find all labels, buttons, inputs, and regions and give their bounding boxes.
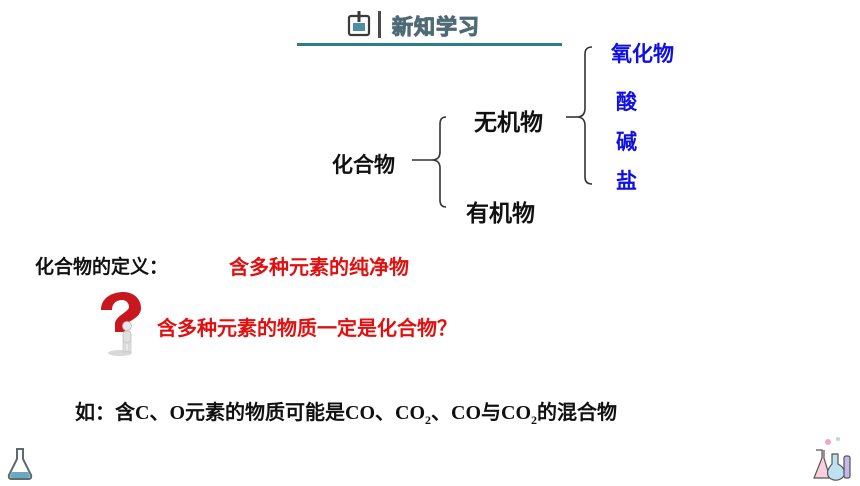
example-sep: 、 (375, 400, 396, 424)
example-prefix: 如：含 (75, 400, 135, 424)
lab-glassware-icon (808, 434, 856, 482)
example-oxygen: O (169, 402, 186, 424)
inorganic-brace (576, 46, 593, 185)
flask-icon (6, 447, 34, 481)
question-text: 含多种元素的物质一定是化合物？ (157, 316, 457, 340)
root-brace (431, 116, 447, 208)
example-sep: 、 (431, 400, 452, 424)
root-label: 化合物 (332, 153, 395, 177)
header-title: 新知学习 (392, 15, 480, 40)
oxide-label: 氧化物 (611, 42, 674, 66)
definition-value: 含多种元素的纯净物 (229, 255, 409, 279)
example-sep: 、 (149, 400, 170, 424)
notebook-pen-icon (346, 10, 374, 38)
base-label: 碱 (616, 130, 637, 154)
example-mid: 元素的物质可能是 (185, 400, 346, 424)
header-divider (378, 11, 381, 38)
inorganic-label: 无机物 (474, 110, 543, 136)
organic-label: 有机物 (466, 201, 535, 227)
example-co-b: CO (451, 402, 482, 424)
example-suffix: 的混合物 (537, 400, 618, 424)
definition-label: 化合物的定义： (35, 256, 169, 278)
acid-label: 酸 (616, 90, 637, 114)
example-and: 与 (481, 400, 502, 424)
example-co2-b: CO2 (501, 402, 538, 427)
salt-label: 盐 (616, 169, 637, 193)
example-carbon: C (135, 402, 150, 424)
example-co2: CO2 (395, 402, 432, 427)
example-text: 如：含C、O元素的物质可能是CO、CO2、CO与CO2的混合物 (75, 396, 617, 428)
header-underline (297, 43, 562, 46)
example-co: CO (345, 402, 376, 424)
question-mark-figure-icon (95, 290, 145, 356)
